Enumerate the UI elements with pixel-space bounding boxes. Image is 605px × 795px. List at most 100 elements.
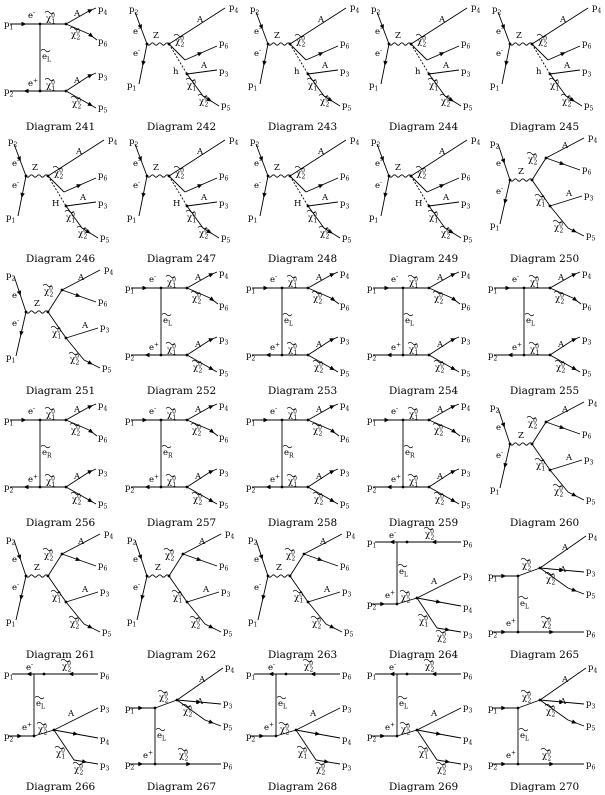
chi1-line [186,73,204,97]
A-line [182,533,222,555]
diagram-caption: Diagram 260 [509,517,580,529]
neutralino-label-chi2-sub: 2 [76,35,80,42]
fermion-arrow-icon [572,296,578,302]
momentum-label-p6-base: p [223,760,229,770]
neutralino-label-chi1-sub: 1 [434,218,438,225]
fermion-arrow-icon [208,624,214,629]
positron-label-base: e [270,343,275,353]
higgs-label: h [173,67,179,77]
diagram-caption: Diagram 266 [25,781,96,793]
momentum-label-p6-base: p [219,561,225,571]
neutralino-label-chi2-base: χ [193,495,198,505]
positron-label: e- [133,48,140,60]
neutralino-label-chi2-base: χ [199,229,204,239]
neutralino-label-chi2-sup: 0 [318,425,322,432]
A-boson-label-base: A [77,273,85,283]
fermion-arrow-icon [500,158,506,164]
neutralino-label-chi2-base: χ [72,99,77,109]
momentum-label-p3-base: p [340,335,346,345]
momentum-label-p1: p1 [367,670,376,682]
A-boson-label: A [323,585,331,595]
momentum-label-p1: p1 [369,81,378,93]
A-boson-label: A [557,340,565,350]
momentum-label-p6-sub: 6 [103,302,107,309]
fermion-arrow-icon [138,705,144,711]
selectron-label-base: e [163,316,168,326]
A-line [53,707,99,731]
momentum-label-p5: p5 [102,627,111,639]
chi1-line [186,205,204,229]
fermion-arrow-icon [197,184,203,189]
neutralino-label-chi2-sup: 0 [547,750,551,757]
momentum-label-p6-sub: 6 [103,42,107,49]
Z-boson-label-base: Z [274,163,280,173]
momentum-label-p3: p3 [340,467,349,479]
positron-label-sup: + [275,342,280,349]
neutralino-label-chi2-sup: 0 [527,560,531,567]
A-line [307,339,332,356]
momentum-label-p5-sub: 5 [466,372,470,379]
neutralino-label-chi2-base: χ [554,223,559,233]
momentum-label-p2-sub: 2 [493,633,497,640]
momentum-label-p6: p6 [340,433,349,445]
momentum-label-p6: p6 [219,301,228,313]
neutralino-label-chi2-sub: 2 [198,500,202,507]
momentum-label-p3: p3 [98,199,107,211]
momentum-label-p6: p6 [340,301,349,313]
momentum-label-p2-sub: 2 [130,356,134,363]
positron-label-base: e [375,181,380,191]
selectron-label-sub: L [525,736,529,743]
diagram-caption: Diagram 259 [388,517,459,529]
neutralino-label-chi2-sup: 0 [560,293,564,300]
momentum-label-p6-base: p [463,670,469,680]
momentum-label-p3-sub: 3 [105,766,109,773]
neutralino-label-chi2-base: χ [313,426,318,436]
momentum-label-p4-sub: 4 [593,138,597,145]
tilde-mark-icon [318,93,329,98]
chi2-line [428,486,453,501]
momentum-label-p4: p4 [100,735,109,747]
momentum-label-p6-base: p [586,760,592,770]
momentum-label-p6-base: p [98,171,104,181]
momentum-label-p6: p6 [219,433,228,445]
neutralino-label-chi2-sub: 2 [83,234,87,241]
neutralino-label-chi2-base: χ [320,97,325,107]
chi2-line [65,486,90,501]
momentum-label-p6: p6 [586,628,595,640]
tilde-mark-icon [427,77,438,82]
A-boson-label-base: A [194,472,202,482]
higgs-label: h [536,67,542,77]
fermion-arrow-icon [431,671,437,677]
momentum-label-p4-base: p [588,531,594,541]
A-boson-label-base: A [442,61,450,71]
momentum-label-p2-base: p [490,403,496,413]
momentum-label-p5-sub: 5 [228,632,232,639]
A-boson-label: A [200,193,208,203]
neutralino-label-chi2-base: χ [183,707,188,717]
neutralino-label-chi1-base: χ [167,278,172,288]
momentum-label-p1-base: p [246,284,252,294]
momentum-label-p4-sub: 4 [351,534,355,541]
fermion-arrow-icon [503,462,508,469]
A-boson-label: A [438,147,446,157]
neutralino-label-chi2-base: χ [425,530,430,540]
momentum-label-p2-base: p [125,351,131,361]
neutralino-label-chi1-base: χ [536,461,541,471]
fermion-arrow-icon [329,338,335,343]
momentum-label-p6-sub: 6 [587,170,591,177]
momentum-label-p1-base: p [488,704,494,714]
positron-label-sup: - [138,582,140,589]
tilde-mark-icon [427,209,438,214]
fermion-arrow-icon [384,285,390,291]
neutralino-label-chi1-base: χ [429,213,434,223]
